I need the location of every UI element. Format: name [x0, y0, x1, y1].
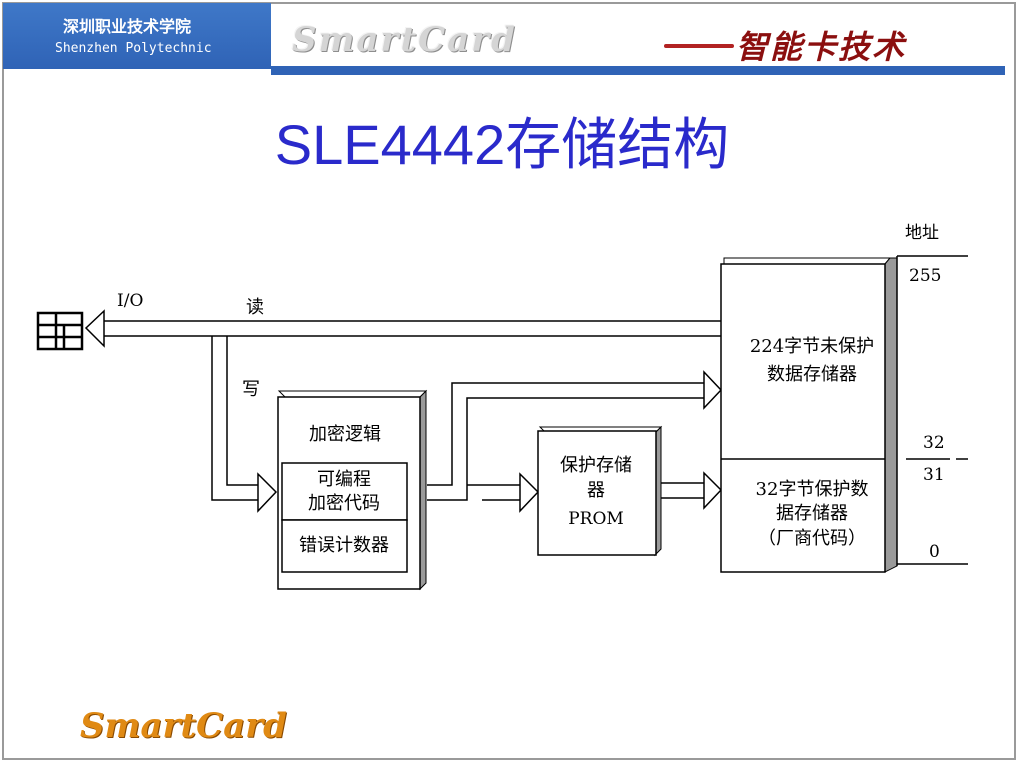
write-label: 写	[242, 379, 260, 400]
prom-block	[537, 425, 663, 557]
address-0: 0	[929, 542, 940, 562]
prom-to-memory-arrow	[661, 471, 723, 510]
unprotected-memory-line2: 数据存储器	[767, 364, 857, 385]
school-name-cn: 深圳职业技术学院	[63, 17, 192, 36]
read-arrow	[84, 309, 722, 348]
prom-line3: PROM	[568, 509, 624, 529]
error-counter-label: 错误计数器	[299, 535, 389, 556]
tagline-dash	[664, 44, 734, 48]
school-banner: 深圳职业技术学院 Shenzhen Polytechnic	[3, 3, 271, 69]
programmable-code-line1: 可编程	[317, 469, 371, 490]
io-label: I/O	[117, 291, 143, 311]
address-31: 31	[923, 465, 945, 485]
crypto-logic-block	[277, 389, 428, 591]
prom-line2: 器	[587, 480, 605, 501]
read-label: 读	[246, 297, 264, 318]
prom-line1: 保护存储	[560, 455, 632, 476]
address-32: 32	[923, 433, 945, 453]
school-name-en: Shenzhen Polytechnic	[55, 41, 212, 56]
tagline-text: 智能卡技术	[736, 28, 907, 66]
unprotected-memory-line1: 224字节未保护	[750, 336, 874, 357]
protected-memory-line2: 据存储器	[776, 503, 848, 524]
slide-frame	[2, 2, 1016, 760]
smartcard-header-logo: SmartCard	[292, 20, 517, 60]
protected-memory-line3: （厂商代码）	[758, 528, 866, 549]
header-rule	[271, 66, 1005, 75]
write-arrow	[211, 336, 278, 513]
memory-block	[720, 257, 898, 573]
address-label: 地址	[905, 223, 939, 243]
card-chip-icon	[36, 311, 84, 351]
slide-title: SLE4442存储结构	[274, 113, 730, 176]
protected-memory-line1: 32字节保护数	[756, 479, 869, 500]
programmable-code-line2: 加密代码	[308, 493, 380, 514]
address-255: 255	[909, 266, 941, 286]
smartcard-footer-logo: SmartCard	[80, 706, 287, 746]
crypto-to-prom-arrow	[467, 472, 540, 513]
crypto-logic-title: 加密逻辑	[309, 424, 381, 445]
crypto-to-memory-arrow	[427, 370, 723, 501]
address-axis	[896, 255, 968, 566]
